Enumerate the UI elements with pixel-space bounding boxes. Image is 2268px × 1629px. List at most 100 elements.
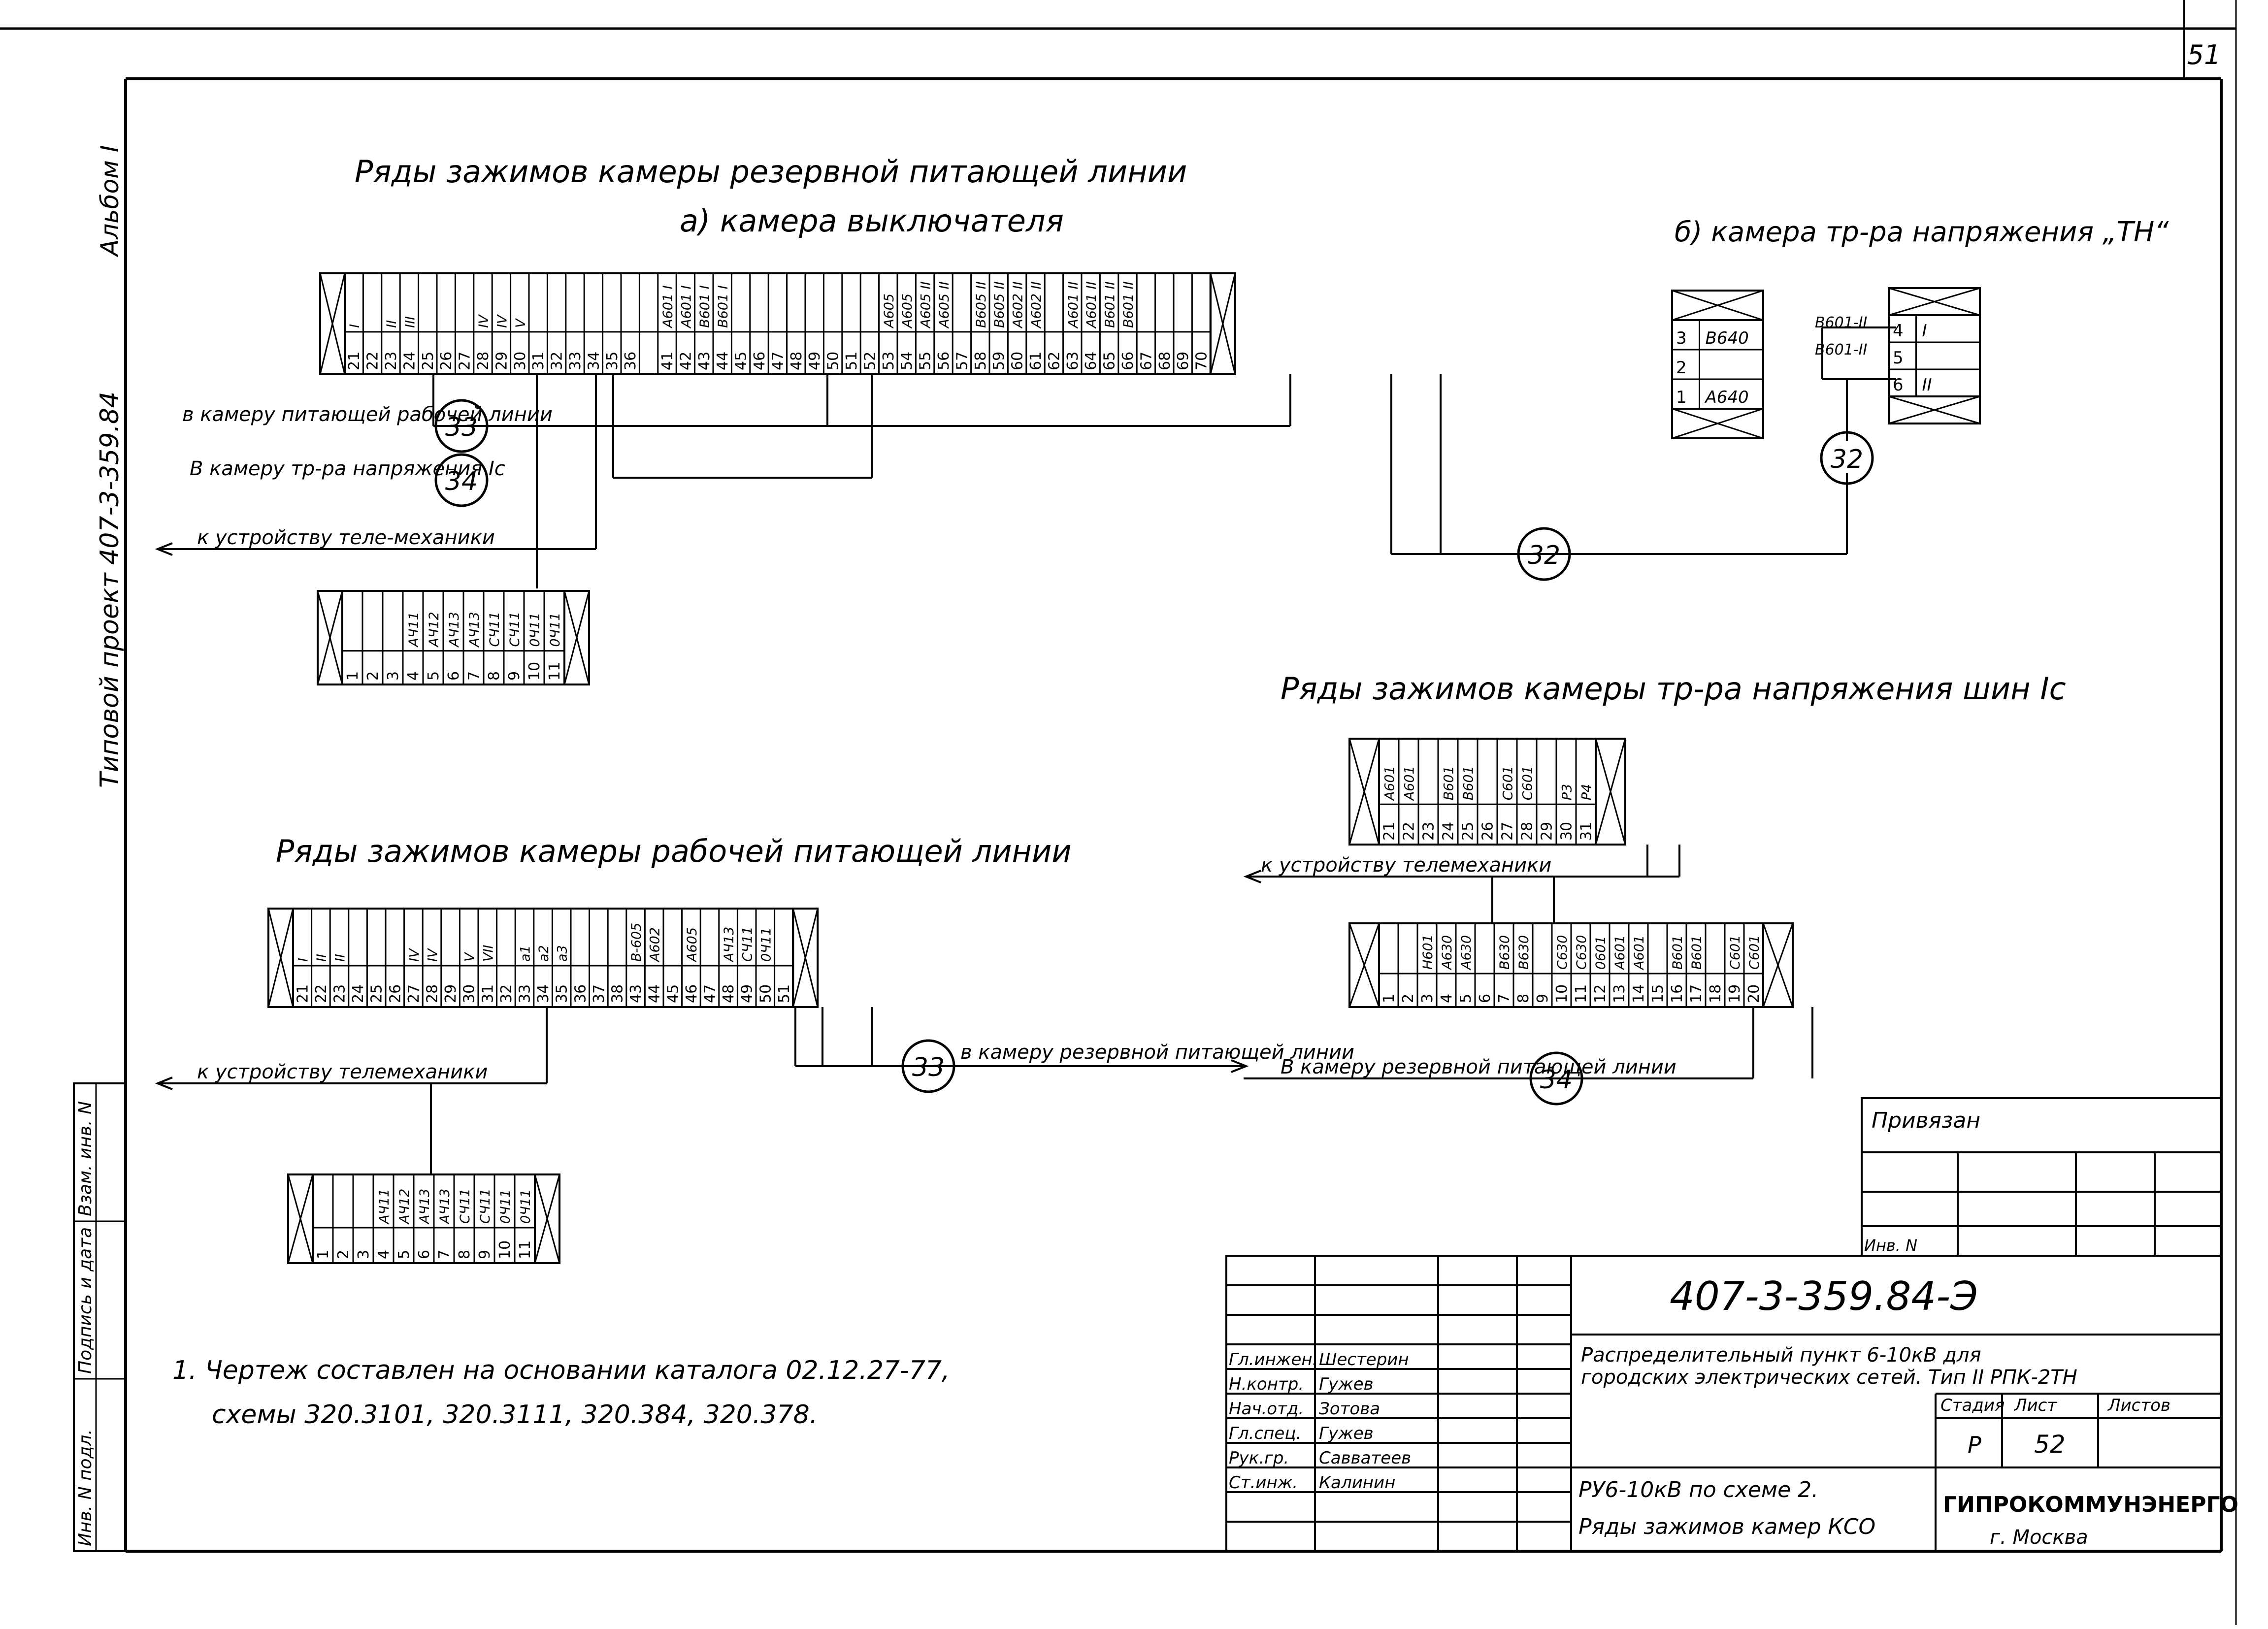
breaker-terminal-number: 33 bbox=[567, 352, 584, 370]
vt_upper-terminal-number: 26 bbox=[1479, 822, 1497, 841]
tele_bottom-terminal-label: 0Ч11 bbox=[518, 1189, 533, 1224]
page-number: 51 bbox=[2187, 39, 2221, 70]
replace-inv-label: Взам. инв. N bbox=[75, 1101, 96, 1216]
breaker-terminal-number: 65 bbox=[1101, 352, 1118, 370]
vt_lower-terminal-number: 15 bbox=[1649, 984, 1667, 1003]
breaker-terminal-label: A602 II bbox=[1011, 281, 1026, 329]
svg-text:32: 32 bbox=[1528, 541, 1560, 570]
inv-original-label: Инв. N подл. bbox=[75, 1429, 96, 1546]
vt_upper-terminal-label: A601 bbox=[1402, 766, 1417, 801]
tele_top-terminal-number: 3 bbox=[385, 671, 402, 681]
heading-vt-bus-ic: Ряды зажимов камеры тр-ра напряжения шин… bbox=[1281, 671, 2066, 707]
vt_lower-terminal-number: 13 bbox=[1611, 984, 1628, 1003]
breaker-terminal-label: III bbox=[402, 316, 418, 328]
signature-date-label: Подпись и дата bbox=[75, 1227, 96, 1374]
working-terminal-number: 31 bbox=[479, 984, 496, 1003]
label-to-reserve-1: в камеру резервной питающей линии bbox=[960, 1041, 1354, 1064]
sheet-number: 52 bbox=[2034, 1430, 2066, 1459]
breaker-terminal-number: 56 bbox=[935, 352, 953, 370]
breaker-terminal-label: IV bbox=[494, 314, 510, 328]
staff-role: Н.контр. bbox=[1229, 1374, 1304, 1394]
working-terminal-label: AЧ13 bbox=[722, 927, 737, 963]
svg-text:32: 32 bbox=[1831, 445, 1863, 474]
breaker-terminal-number: 28 bbox=[475, 352, 492, 370]
working-terminal-number: 46 bbox=[683, 984, 700, 1003]
working-terminal-number: 22 bbox=[313, 984, 330, 1003]
stage-value: Р bbox=[1968, 1432, 1981, 1458]
note-line-1: 1. Чертеж составлен на основании каталог… bbox=[172, 1356, 950, 1385]
label-to-telemech-2: к устройству телемеханики bbox=[197, 1061, 488, 1083]
breaker-terminal-label: V bbox=[513, 318, 528, 328]
breaker-terminal-number: 55 bbox=[917, 352, 934, 370]
tele_top-terminal-label: AЧ11 bbox=[406, 612, 422, 648]
vt_lower-terminal-label: A601 bbox=[1612, 935, 1628, 971]
project-line-1: Распределительный пункт 6-10кВ для bbox=[1581, 1344, 1981, 1367]
vt_right-terminal-number: 4 bbox=[1893, 321, 1904, 341]
vt_right-terminal-label: II bbox=[1922, 375, 1932, 395]
heading-breaker-chamber: а) камера выключателя bbox=[680, 203, 1064, 239]
breaker-terminal-label: B605 II bbox=[992, 281, 1007, 328]
working-terminal-number: 48 bbox=[720, 984, 737, 1003]
working-terminal-label: IV bbox=[426, 947, 441, 962]
breaker-terminal-number: 69 bbox=[1175, 352, 1192, 370]
tele_bottom-terminal-label: 0Ч11 bbox=[498, 1189, 513, 1224]
breaker-terminal-number: 25 bbox=[420, 352, 437, 370]
breaker-terminal-number: 29 bbox=[493, 352, 510, 370]
svg-text:33: 33 bbox=[445, 413, 478, 442]
breaker-terminal-number: 35 bbox=[604, 352, 621, 370]
vt_upper-terminal-number: 24 bbox=[1440, 822, 1457, 841]
cable-33-lower: 33 bbox=[901, 1039, 955, 1093]
breaker-terminal-label: B601 II bbox=[1103, 281, 1118, 328]
working-terminal-number: 43 bbox=[627, 984, 645, 1003]
breaker-terminal-label: B605 II bbox=[974, 281, 989, 328]
vt_lower-terminal-number: 9 bbox=[1534, 994, 1551, 1003]
tele_top-terminal-label: CЧ11 bbox=[487, 612, 502, 647]
heading-vt-chamber: б) камера тр-ра напряжения „ТН“ bbox=[1675, 216, 2169, 248]
vt_lower-terminal-number: 1 bbox=[1381, 994, 1398, 1003]
working-terminal-label: I bbox=[296, 958, 311, 962]
vt_small-terminal-number: 2 bbox=[1676, 358, 1687, 378]
vt_upper-terminal-number: 29 bbox=[1539, 822, 1556, 841]
vt_lower-terminal-number: 7 bbox=[1496, 994, 1513, 1003]
sheet-title-2: Ряды зажимов камер КСО bbox=[1578, 1514, 1875, 1539]
breaker-terminal-number: 66 bbox=[1119, 352, 1137, 370]
tele_bottom-terminal-number: 1 bbox=[315, 1250, 332, 1259]
tele_top-terminal-number: 6 bbox=[445, 671, 462, 681]
vt_lower-terminal-label: H601 bbox=[1420, 934, 1436, 970]
heading-reserve-line: Ряды зажимов камеры резервной питающей л… bbox=[355, 154, 1187, 190]
breaker-terminal-number: 54 bbox=[898, 352, 916, 370]
vt_small-terminal-number: 1 bbox=[1676, 388, 1687, 407]
staff-role: Гл.инжен. bbox=[1229, 1350, 1317, 1369]
sheet-title-1: РУ6-10кВ по схеме 2. bbox=[1578, 1477, 1818, 1502]
breaker-terminal-number: 52 bbox=[861, 352, 879, 370]
vt_lower-terminal-label: A630 bbox=[1459, 935, 1474, 971]
staff-name: Зотова bbox=[1319, 1399, 1380, 1419]
breaker-terminal-number: 57 bbox=[953, 352, 971, 370]
wiring-lower bbox=[158, 845, 1813, 1174]
breaker-terminal-number: 31 bbox=[530, 352, 547, 370]
breaker-terminal-number: 46 bbox=[751, 352, 768, 370]
working-terminal-number: 24 bbox=[350, 984, 367, 1003]
vt_small-terminal-number: 3 bbox=[1676, 328, 1687, 348]
vt_lower-terminal-number: 6 bbox=[1477, 994, 1494, 1003]
breaker-terminal-number: 59 bbox=[990, 352, 1008, 370]
tele_top-terminal-number: 10 bbox=[526, 662, 543, 681]
working-terminal-number: 36 bbox=[572, 984, 589, 1003]
working-terminal-number: 38 bbox=[609, 984, 626, 1003]
breaker-terminal-number: 27 bbox=[457, 352, 474, 370]
vt_upper-terminal-number: 25 bbox=[1460, 822, 1477, 841]
vt_upper-terminal-label: C601 bbox=[1520, 766, 1536, 800]
working-terminal-number: 25 bbox=[368, 984, 386, 1003]
working-terminal-number: 37 bbox=[591, 984, 608, 1003]
tele_top-terminal-number: 8 bbox=[486, 671, 503, 681]
working-terminal-label: a3 bbox=[555, 945, 570, 962]
vt_lower-terminal-label: 0601 bbox=[1593, 936, 1609, 970]
vt_lower-terminal-label: B630 bbox=[1516, 935, 1532, 970]
vt_lower-terminal-number: 10 bbox=[1553, 984, 1571, 1003]
staff-list: Гл.инжен.ШестеринН.контр.ГужевНач.отд.Зо… bbox=[1229, 1350, 1411, 1493]
vt_lower-terminal-label: C601 bbox=[1747, 935, 1762, 970]
breaker-terminal-label: B601 I bbox=[697, 285, 713, 328]
